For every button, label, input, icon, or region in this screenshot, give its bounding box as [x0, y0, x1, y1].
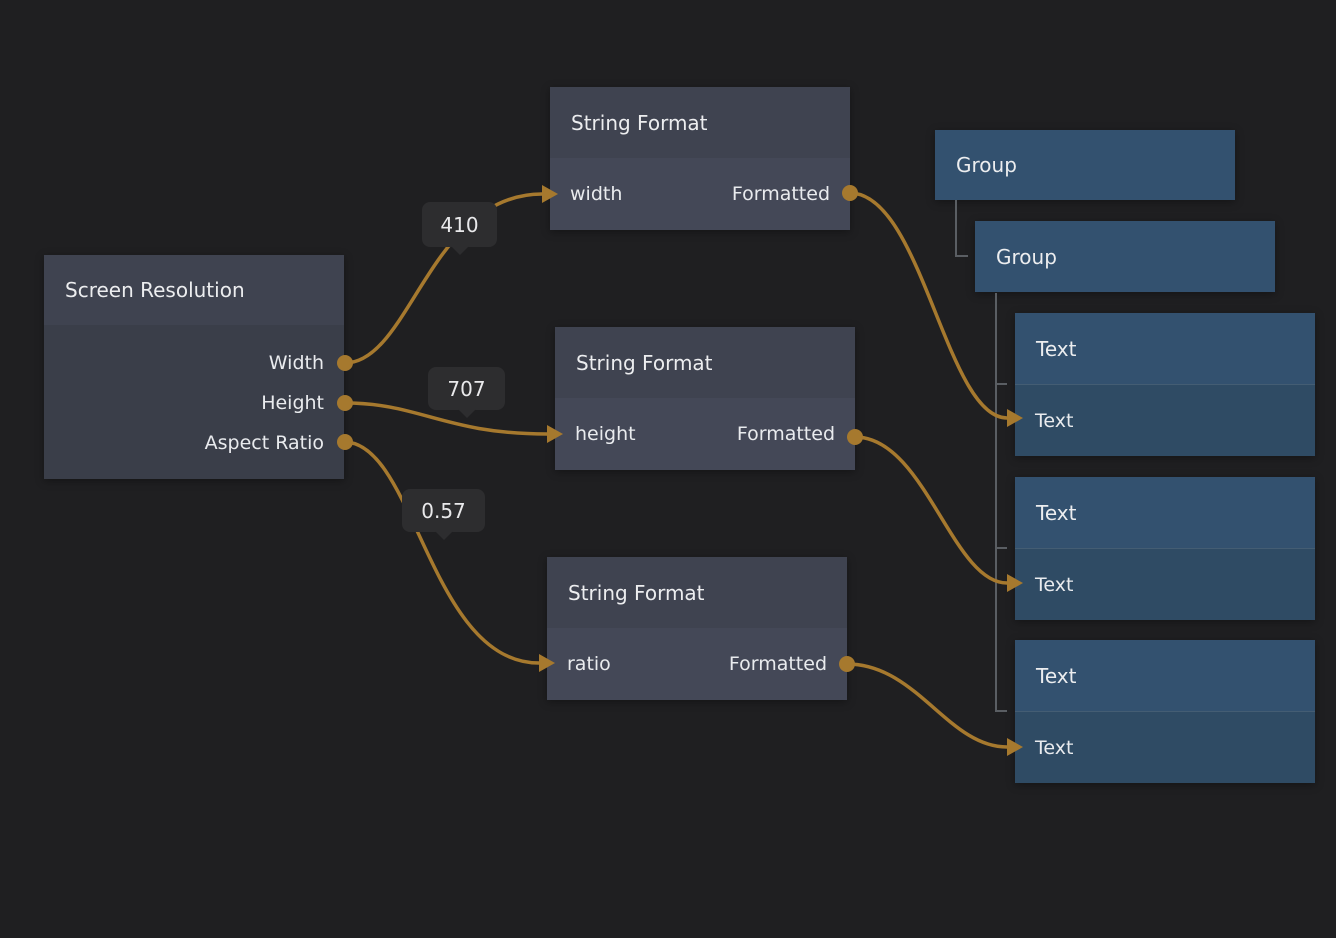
- node-header: String Format: [547, 557, 847, 628]
- node-body: ratio Formatted: [547, 628, 847, 700]
- output-port-label[interactable]: Formatted: [736, 423, 835, 445]
- output-port-label[interactable]: Formatted: [731, 183, 830, 205]
- node-title: String Format: [571, 110, 708, 135]
- output-row-height[interactable]: Height: [261, 392, 324, 414]
- node-body: Text: [1015, 548, 1315, 620]
- node-header: String Format: [555, 327, 855, 398]
- node-title: String Format: [576, 350, 713, 375]
- input-port-label[interactable]: Text: [1035, 409, 1074, 432]
- node-header: Text: [1015, 313, 1315, 384]
- node-title: Group: [956, 153, 1017, 177]
- output-row-aspect-ratio[interactable]: Aspect Ratio: [204, 432, 324, 454]
- node-title: Text: [1036, 663, 1077, 688]
- input-port-label[interactable]: ratio: [567, 653, 611, 675]
- input-port-label[interactable]: Text: [1035, 736, 1074, 759]
- node-group-parent[interactable]: Group: [935, 130, 1235, 200]
- node-header: Text: [1015, 477, 1315, 548]
- node-body: Text: [1015, 711, 1315, 783]
- node-group-child[interactable]: Group: [975, 221, 1275, 292]
- connection-ratio-to-format[interactable]: [343, 440, 541, 665]
- hierarchy-line-group-to-group: [955, 200, 968, 257]
- output-row-width[interactable]: Width: [268, 352, 324, 374]
- node-screen-resolution[interactable]: Screen Resolution Width Height Aspect Ra…: [44, 255, 344, 479]
- input-port-label[interactable]: Text: [1035, 573, 1074, 596]
- node-text-3[interactable]: Text Text: [1015, 640, 1315, 783]
- node-title: Text: [1036, 336, 1077, 361]
- node-title: String Format: [568, 580, 705, 605]
- connection-value-badge: 410: [422, 202, 497, 247]
- input-port-label[interactable]: height: [575, 423, 636, 445]
- node-body: width Formatted: [550, 158, 850, 230]
- node-text-2[interactable]: Text Text: [1015, 477, 1315, 620]
- node-body: Width Height Aspect Ratio: [44, 325, 344, 479]
- output-port-label[interactable]: Formatted: [728, 653, 827, 675]
- input-port-label[interactable]: width: [570, 183, 623, 205]
- node-header: Screen Resolution: [44, 255, 344, 325]
- connection-formatted-to-text-3[interactable]: [845, 662, 1009, 749]
- node-title: Text: [1036, 500, 1077, 525]
- node-title: Group: [996, 244, 1057, 269]
- node-text-1[interactable]: Text Text: [1015, 313, 1315, 456]
- node-header: Text: [1015, 640, 1315, 711]
- connection-value-badge: 0.57: [402, 489, 485, 532]
- node-string-format-height[interactable]: String Format height Formatted: [555, 327, 855, 470]
- node-body: Text: [1015, 384, 1315, 456]
- node-title: Screen Resolution: [65, 278, 245, 302]
- connection-value-badge: 707: [428, 367, 505, 410]
- connection-formatted-to-text-2[interactable]: [853, 435, 1009, 585]
- node-header: String Format: [550, 87, 850, 158]
- node-body: height Formatted: [555, 398, 855, 470]
- hierarchy-line-group-to-texts: [995, 293, 1007, 712]
- node-string-format-ratio[interactable]: String Format ratio Formatted: [547, 557, 847, 700]
- node-string-format-width[interactable]: String Format width Formatted: [550, 87, 850, 230]
